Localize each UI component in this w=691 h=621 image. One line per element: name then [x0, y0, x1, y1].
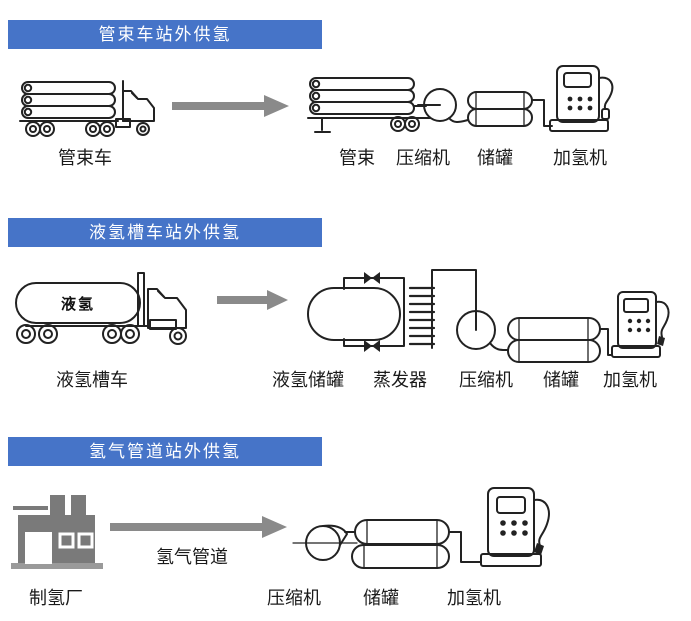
lh2-tanker-truck-icon	[15, 272, 187, 345]
station-label-storage-tank: 储罐	[543, 370, 579, 390]
storage-tanks-icon	[467, 91, 553, 127]
compressor-icon	[417, 88, 469, 123]
station-chain-row2	[307, 269, 670, 363]
lh2-storage-tank-icon	[307, 272, 405, 352]
source-label-lh2-tanker: 液氢槽车	[56, 370, 128, 390]
flow-arrow-icon	[217, 290, 288, 310]
station-chain-row1	[307, 65, 614, 133]
section-title-lh2-tanker: 液氢槽车站外供氢	[8, 218, 322, 247]
station-label-storage-tank: 储罐	[477, 148, 513, 168]
station-label-compressor: 压缩机	[267, 588, 321, 608]
hydrogen-dispenser-icon	[480, 487, 550, 567]
station-label-lh2-tank: 液氢储罐	[272, 370, 344, 390]
hydrogen-dispenser-icon	[549, 65, 614, 132]
tube-bundle-truck-icon	[19, 80, 155, 137]
compressor-icon	[456, 310, 509, 352]
station-label-dispenser: 加氢机	[447, 588, 501, 608]
source-label-hydrogen-plant: 制氢厂	[29, 588, 83, 608]
station-label-evaporator: 蒸发器	[373, 370, 427, 390]
blower-compressor-icon	[292, 524, 358, 561]
station-chain-row3	[292, 487, 550, 569]
station-label-compressor: 压缩机	[396, 148, 450, 168]
tube-bundle-trailer-icon	[307, 77, 431, 133]
storage-tanks-icon	[507, 317, 613, 363]
hydrogen-dispenser-icon	[611, 291, 670, 358]
station-label-storage-tank: 储罐	[363, 588, 399, 608]
pipeline-arrow-label: 氢气管道	[156, 547, 228, 567]
flow-arrow-icon	[172, 95, 289, 117]
evaporator-icon	[408, 269, 477, 349]
tanker-body-text: 液氢	[60, 296, 96, 313]
station-label-dispenser: 加氢机	[603, 370, 657, 390]
hydrogen-plant-icon	[11, 495, 103, 569]
station-label-tube-bundle: 管束	[339, 148, 375, 168]
storage-tanks-icon	[351, 519, 482, 569]
pipeline-arrow-icon	[110, 516, 287, 538]
station-label-compressor: 压缩机	[459, 370, 513, 390]
section-title-tube-bundle: 管束车站外供氢	[8, 20, 322, 49]
section-title-pipeline: 氢气管道站外供氢	[8, 437, 322, 466]
source-label-tube-bundle-truck: 管束车	[58, 148, 112, 168]
station-label-dispenser: 加氢机	[553, 148, 607, 168]
